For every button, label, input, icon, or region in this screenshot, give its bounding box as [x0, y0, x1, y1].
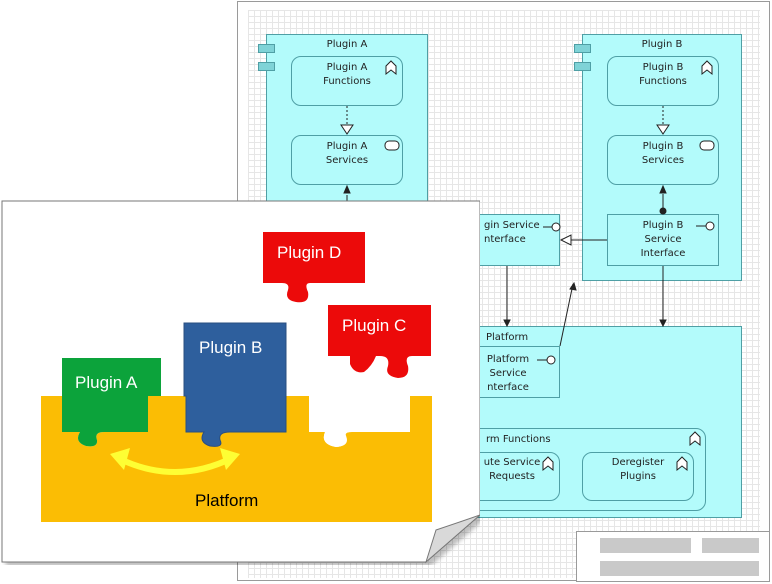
title-block-bar — [600, 538, 691, 553]
platform-title: Platform — [486, 332, 529, 343]
plugin-d-text: Plugin D — [277, 243, 342, 262]
deregister-label: Deregister Plugins — [611, 457, 665, 482]
plugin-service-interface[interactable] — [470, 214, 560, 266]
platform-functions-label: rm Functions — [486, 434, 551, 445]
title-block-bar — [600, 561, 759, 576]
plugin-b-functions[interactable] — [607, 56, 719, 106]
deregister-plugins[interactable] — [582, 452, 694, 501]
function-icon — [676, 456, 688, 472]
service-icon — [384, 140, 400, 151]
arrowhead — [503, 319, 511, 328]
plugin-a-text: Plugin A — [75, 373, 138, 392]
plugin-b-interface-label: Plugin B Service Interface — [640, 220, 686, 259]
plugin-b-functions-label: Plugin B Functions — [639, 62, 687, 87]
interaction-arrow — [116, 455, 234, 475]
plugin-b-title: Plugin B — [641, 39, 683, 50]
plugin-c-piece — [328, 305, 431, 378]
page-curl — [424, 514, 480, 564]
plugin-b-interface[interactable] — [607, 214, 719, 266]
function-icon — [385, 60, 397, 76]
plugin-a-title: Plugin A — [326, 39, 368, 50]
platform-piece — [41, 396, 432, 522]
service-icon — [699, 140, 715, 151]
arrowhead — [659, 184, 667, 194]
realization-arrowhead-b — [656, 124, 670, 135]
component-icon — [574, 44, 591, 53]
function-icon — [689, 431, 701, 447]
platform-text: Platform — [195, 491, 259, 510]
flow-line-diagonal — [559, 283, 574, 347]
plugin-a-functions-label: Plugin A Functions — [323, 62, 371, 87]
plugin-a-piece — [62, 358, 161, 447]
interface-icon — [546, 355, 556, 365]
interface-icon — [705, 221, 715, 231]
interface-icon — [551, 222, 561, 232]
plugin-d-piece — [263, 232, 365, 303]
plugin-service-interface-label: gin Service nterface — [484, 220, 540, 245]
arrowhead — [343, 184, 351, 194]
platform-interface-label: Platform Service nterface — [486, 354, 530, 393]
illustration-page — [1, 200, 480, 564]
platform-service-interface[interactable] — [470, 346, 560, 398]
plugin-c-tab — [350, 356, 376, 373]
specialization-arrowhead — [559, 234, 572, 246]
plugin-b-text: Plugin B — [199, 338, 263, 357]
route-label: ute Service Requests — [483, 457, 541, 482]
assignment-dot — [659, 207, 667, 215]
function-icon — [542, 456, 554, 472]
plugin-b-services-label: Plugin B Services — [641, 141, 685, 166]
interaction-arrowhead-left — [110, 448, 130, 470]
function-icon — [701, 60, 713, 76]
component-icon — [258, 44, 275, 53]
missing-piece-slot — [309, 396, 410, 447]
component-icon — [258, 62, 275, 71]
title-block-bar — [702, 538, 759, 553]
arrowhead — [569, 281, 577, 291]
arrowhead — [659, 319, 667, 328]
interaction-arrowhead-right — [220, 448, 240, 470]
realization-arrowhead-a — [340, 124, 354, 135]
component-icon — [574, 62, 591, 71]
plugin-a-services-label: Plugin A Services — [325, 141, 369, 166]
plugin-c-text: Plugin C — [342, 316, 407, 335]
title-block — [576, 531, 770, 582]
plugin-a-services[interactable] — [291, 135, 403, 185]
plugin-a-functions[interactable] — [291, 56, 403, 106]
plugin-b-piece — [183, 322, 287, 447]
